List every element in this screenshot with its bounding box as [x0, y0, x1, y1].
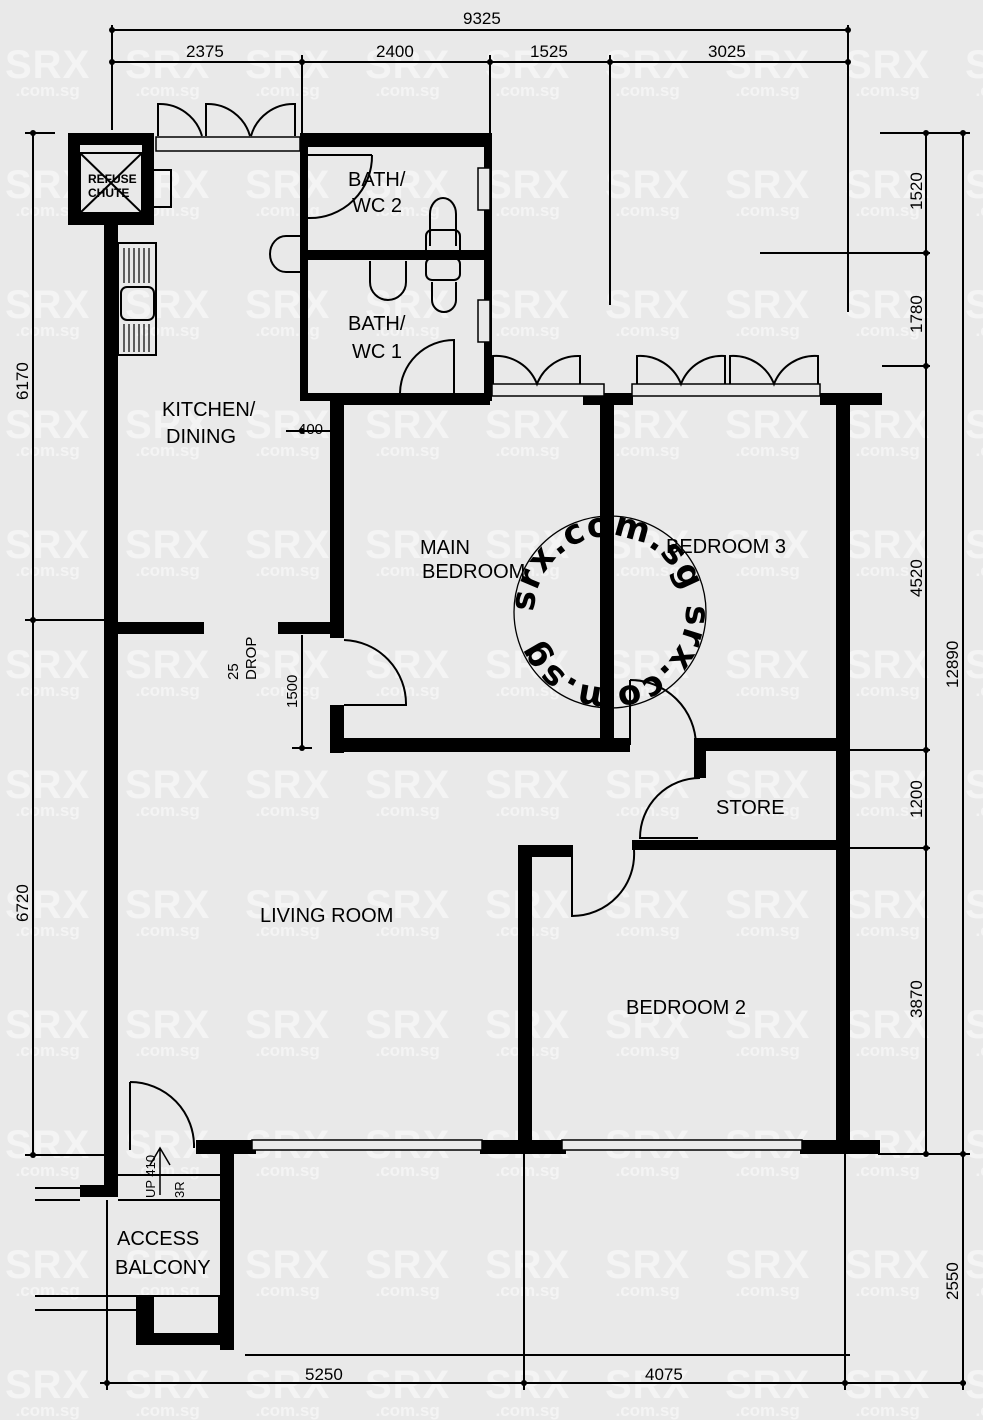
- main-bedroom-label-1: MAIN: [420, 537, 470, 559]
- dim-bottom-1: 5250: [305, 1365, 343, 1384]
- main-door-offset: 1500: [284, 675, 301, 708]
- dim-right-2: 1780: [907, 295, 926, 333]
- room-labels: REFUSE CHUTE BATH/ WC 2 BATH/ WC 1 KITCH…: [88, 169, 786, 1279]
- stair-up-label: UP 410: [143, 1155, 158, 1198]
- dim-top-total: 9325: [463, 9, 501, 28]
- dim-left-1: 6170: [13, 362, 32, 400]
- windows: [155, 136, 821, 1151]
- bath-wc-2-label-1: BATH/: [348, 169, 406, 191]
- bath-wc-1-label-1: BATH/: [348, 313, 406, 335]
- drop-label: DROP: [243, 637, 260, 680]
- bath-wc-1-label-2: WC 1: [352, 341, 402, 363]
- dimension-labels: 9325 2375 2400 1525 3025 1520 1780 4520 …: [13, 9, 962, 1384]
- dim-top-4: 3025: [708, 42, 746, 61]
- dim-left-2: 6720: [13, 884, 32, 922]
- dim-top-1: 2375: [186, 42, 224, 61]
- annotations: 400 25 DROP 1500 UP 410 3R: [143, 421, 323, 1198]
- walls: [68, 133, 882, 1350]
- kitchen-label-1: KITCHEN/: [162, 399, 256, 421]
- dim-right-3: 4520: [907, 559, 926, 597]
- access-balcony-label-1: ACCESS: [117, 1228, 199, 1250]
- refuse-chute-label-1: REFUSE: [88, 172, 137, 186]
- drop-value: 25: [225, 663, 242, 680]
- bedroom-3-label: BEDROOM 3: [666, 536, 786, 558]
- store-label: STORE: [716, 797, 785, 819]
- main-bedroom-label-2: BEDROOM: [422, 561, 525, 583]
- doors: [129, 102, 819, 1150]
- dim-top-3: 1525: [530, 42, 568, 61]
- dim-bottom-2: 4075: [645, 1365, 683, 1384]
- refuse-chute-label-2: CHUTE: [88, 186, 129, 200]
- bedroom-2-label: BEDROOM 2: [626, 997, 746, 1019]
- dim-top-2: 2400: [376, 42, 414, 61]
- dim-right-1: 1520: [907, 172, 926, 210]
- kitchen-label-2: DINING: [166, 426, 236, 448]
- access-balcony-label-2: BALCONY: [115, 1257, 211, 1279]
- dim-right-4: 1200: [907, 780, 926, 818]
- fixtures: [35, 152, 461, 1311]
- dimension-lines: [25, 25, 970, 1390]
- kitchen-wall-dimension: 400: [298, 421, 323, 438]
- living-room-label: LIVING ROOM: [260, 905, 393, 927]
- dim-right-total: 12890: [943, 641, 962, 688]
- bath-wc-2-label-2: WC 2: [352, 195, 402, 217]
- dimension-ticks: [30, 27, 966, 1386]
- stair-risers-label: 3R: [172, 1181, 187, 1198]
- dim-right-5: 3870: [907, 980, 926, 1018]
- dim-right-6: 2550: [943, 1262, 962, 1300]
